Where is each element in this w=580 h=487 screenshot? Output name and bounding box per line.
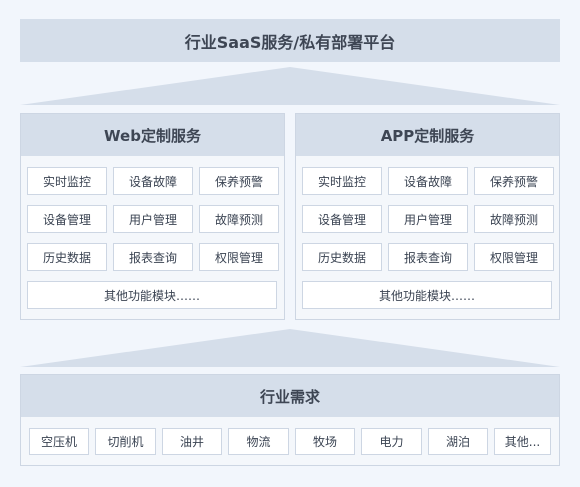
web-item: 用户管理 bbox=[113, 205, 193, 233]
app-item: 权限管理 bbox=[474, 243, 554, 271]
web-more-modules: 其他功能模块…… bbox=[27, 281, 277, 309]
app-item: 设备管理 bbox=[302, 205, 382, 233]
app-item: 报表查询 bbox=[388, 243, 468, 271]
web-panel-header: Web定制服务 bbox=[21, 114, 284, 156]
industry-panel-title: 行业需求 bbox=[259, 387, 320, 406]
industry-item: 电力 bbox=[361, 428, 422, 455]
app-item: 历史数据 bbox=[302, 243, 382, 271]
app-service-panel: APP定制服务 实时监控 设备故障 保养预警 设备管理 用户管理 故障预测 历史… bbox=[295, 113, 560, 320]
industry-item: 切削机 bbox=[95, 428, 156, 455]
web-item: 报表查询 bbox=[113, 243, 193, 271]
app-panel-header: APP定制服务 bbox=[296, 114, 559, 156]
industry-item: 其他... bbox=[494, 428, 551, 455]
web-panel-title: Web定制服务 bbox=[104, 126, 201, 145]
connector-shape-bottom bbox=[20, 329, 560, 367]
platform-title: 行业SaaS服务/私有部署平台 bbox=[184, 32, 396, 52]
app-more-modules: 其他功能模块…… bbox=[302, 281, 552, 309]
web-item: 设备故障 bbox=[113, 167, 193, 195]
app-item: 用户管理 bbox=[388, 205, 468, 233]
app-item: 实时监控 bbox=[302, 167, 382, 195]
web-item: 权限管理 bbox=[199, 243, 279, 271]
platform-title-bar: 行业SaaS服务/私有部署平台 bbox=[20, 19, 560, 62]
industry-item: 空压机 bbox=[29, 428, 89, 455]
web-item: 实时监控 bbox=[27, 167, 107, 195]
app-item: 设备故障 bbox=[388, 167, 468, 195]
web-item: 历史数据 bbox=[27, 243, 107, 271]
app-panel-title: APP定制服务 bbox=[380, 126, 475, 145]
app-item: 保养预警 bbox=[474, 167, 554, 195]
industry-item: 物流 bbox=[228, 428, 289, 455]
industry-item: 湖泊 bbox=[428, 428, 488, 455]
app-item: 故障预测 bbox=[474, 205, 554, 233]
web-item: 故障预测 bbox=[199, 205, 279, 233]
industry-item: 牧场 bbox=[295, 428, 355, 455]
industry-panel-header: 行业需求 bbox=[21, 375, 559, 417]
web-service-panel: Web定制服务 实时监控 设备故障 保养预警 设备管理 用户管理 故障预测 历史… bbox=[20, 113, 285, 320]
industry-item: 油井 bbox=[162, 428, 222, 455]
web-item: 设备管理 bbox=[27, 205, 107, 233]
industry-panel: 行业需求 空压机 切削机 油井 物流 牧场 电力 湖泊 其他... bbox=[20, 374, 560, 466]
web-item: 保养预警 bbox=[199, 167, 279, 195]
connector-shape-top bbox=[20, 67, 560, 105]
